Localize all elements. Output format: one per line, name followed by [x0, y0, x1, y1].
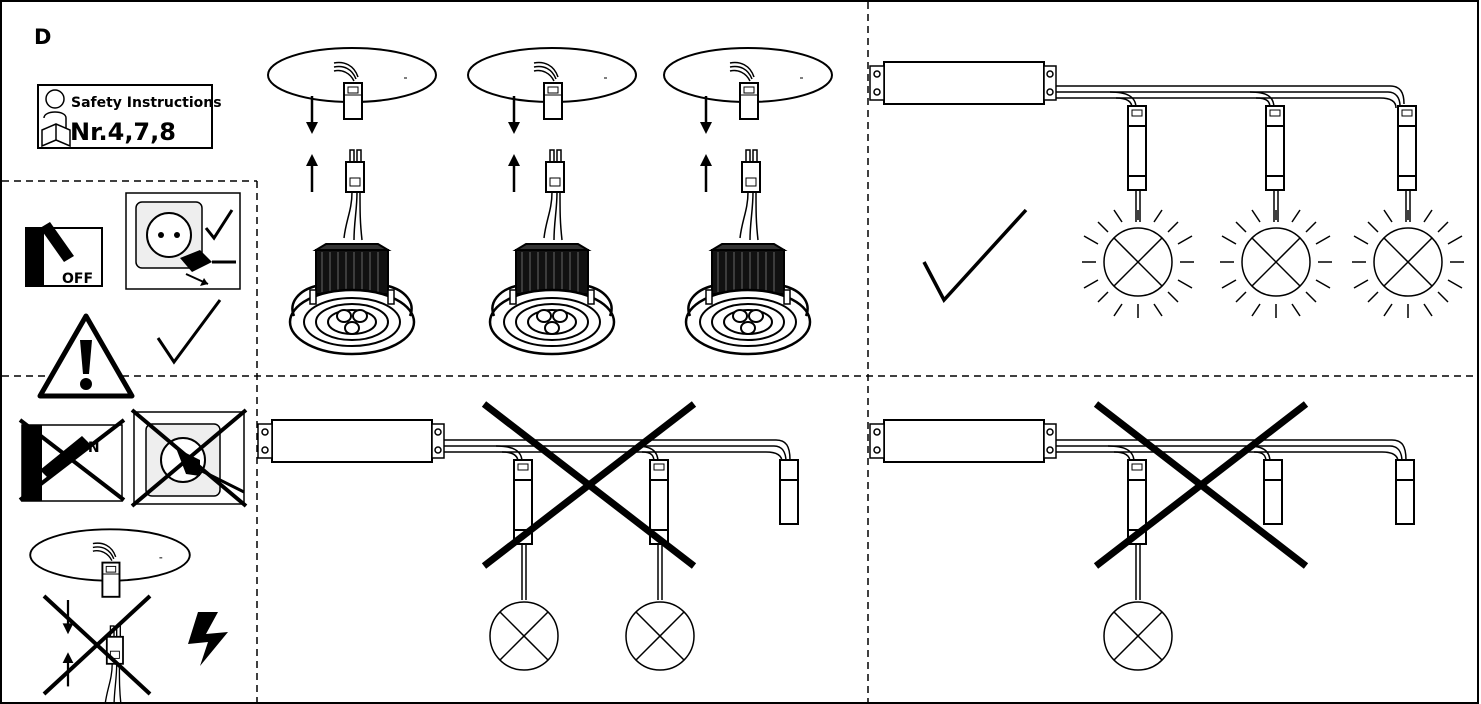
arrow-down-icon: [304, 94, 320, 194]
safety-instructions-box: Safety Instructions Nr.4,7,8: [37, 84, 222, 149]
driver-box-icon: [869, 61, 1057, 105]
lamp-symbol-icon: [1103, 227, 1173, 297]
wrong-wiring-diagram-1: [257, 401, 799, 671]
switch-off-label: OFF: [62, 271, 93, 287]
wrong-wiring-diagram-2: [869, 401, 1415, 671]
lamp-symbol-icon: [625, 601, 695, 671]
lamp-symbol-icon: [1373, 227, 1443, 297]
led-spotlight-icon: [488, 242, 616, 356]
power-switch-on-crossed-icon: ON: [18, 418, 126, 502]
lamp-symbol-icon: [489, 601, 559, 671]
safety-title: Safety Instructions: [71, 95, 222, 111]
spotlight-assembly-3: [663, 47, 833, 356]
lightning-icon: [188, 612, 228, 666]
open-connector: [1263, 459, 1415, 525]
section-letter: D: [34, 25, 51, 49]
lamp-symbol-icon: [1241, 227, 1311, 297]
wall-socket-plugged-crossed-icon: [130, 408, 248, 508]
led-spotlight-icon: [684, 242, 812, 356]
connector-pair-icon: [29, 528, 191, 704]
open-connector: [779, 459, 799, 525]
safety-numbers: Nr.4,7,8: [70, 118, 176, 146]
wall-socket-unplugged-icon: [125, 192, 241, 290]
lamp-symbol-icon: [1103, 601, 1173, 671]
power-switch-off-icon: OFF: [25, 222, 103, 287]
driver-box-icon: [257, 419, 445, 463]
checkmark-icon: [156, 299, 222, 365]
reader-icon: [41, 89, 71, 148]
warning-triangle-icon: [37, 313, 135, 399]
spotlight-assembly-1: [267, 47, 437, 356]
correct-wiring-diagram: [869, 61, 1465, 319]
led-spotlight-icon: [288, 242, 416, 356]
spotlight-assembly-2: [467, 47, 637, 356]
checkmark-icon: [922, 208, 1028, 304]
driver-box-icon: [869, 419, 1057, 463]
